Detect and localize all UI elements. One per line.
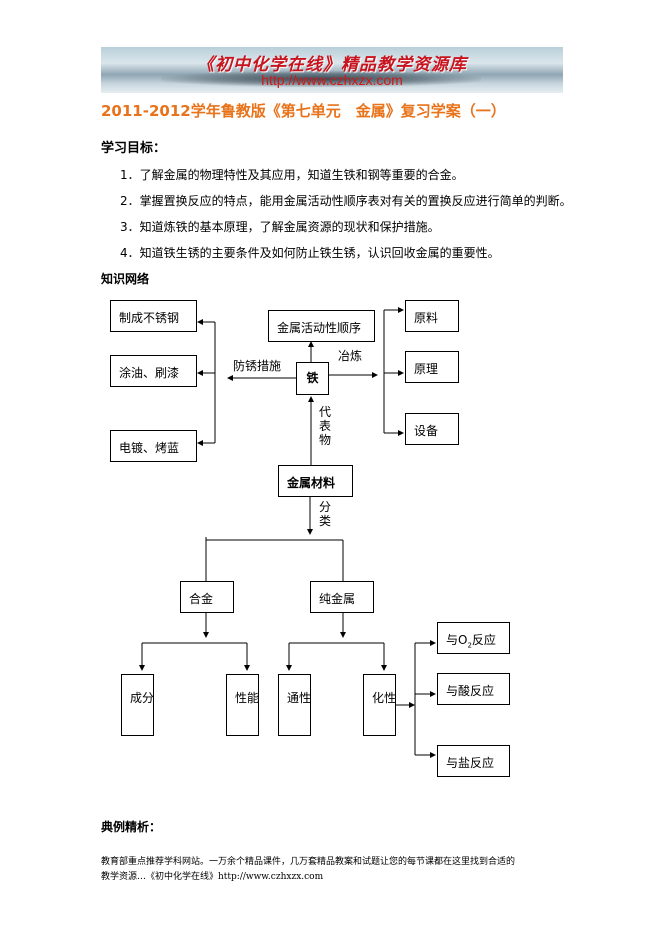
box-raw-materials: 原料 [405,300,459,332]
goal-item: 3．知道炼铁的基本原理，了解金属资源的现状和保护措施。 [120,220,440,234]
text-composition: 成分 [130,691,155,705]
examples-heading: 典例精析： [101,820,162,834]
box-electroplating-bluing: 电镀、烤蓝 [110,430,197,462]
box-chemical-properties: 化性 [363,674,396,736]
footer-line-1: 教育部重点推荐学科网站。一万余个精品课件，几万套精品教案和试题让您的每节课都在这… [101,857,516,867]
box-performance: 性能 [226,674,259,736]
text-oxygen-subscript: 2 [467,641,472,650]
text-performance: 性能 [235,691,260,705]
goal-item: 2．掌握置换反应的特点，能用金属活动性顺序表对有关的置换反应进行简单的判断。 [120,194,572,208]
document-title: 2011-2012学年鲁教版《第七单元 金属》复习学案（一） [101,102,506,120]
header-banner: 《初中化学在线》精品教学资源库 http://www.czhxzx.com [101,47,563,93]
label-smelting: 冶炼 [338,349,363,363]
text-general-properties: 通性 [287,691,312,705]
text-react-oxygen-suffix: 反应 [471,633,496,647]
box-general-properties: 通性 [278,674,311,736]
box-iron: 铁 [296,362,329,395]
text-react-oxygen-prefix: 与O [446,633,468,647]
goal-item: 1．了解金属的物理特性及其应用，知道生铁和钢等重要的合金。 [120,168,464,182]
box-equipment: 设备 [405,413,459,445]
banner-url[interactable]: http://www.czhxzx.com [261,72,403,88]
banner-ink-landscape [161,71,481,87]
box-react-salt: 与盐反应 [437,745,510,777]
box-activity-series: 金属活动性顺序 [268,310,375,342]
label-representative: 代表物 [318,405,331,447]
text-chemical-properties: 化性 [372,691,397,705]
goals-heading: 学习目标： [101,141,167,156]
box-react-acid: 与酸反应 [437,673,510,705]
network-heading: 知识网络 [101,272,150,286]
box-alloy: 合金 [180,581,234,613]
box-principle: 原理 [405,351,459,383]
banner-title: 《初中化学在线》精品教学资源库 [197,55,467,75]
box-metal-materials: 金属材料 [278,465,353,497]
label-rust-prevention: 防锈措施 [233,359,282,373]
box-pure-metal: 纯金属 [310,581,374,613]
box-react-oxygen: 与O2反应 [437,622,510,654]
box-oil-paint: 涂油、刷漆 [110,355,197,387]
footer-ad: 教育部重点推荐学科网站。一万余个精品课件，几万套精品教案和试题让您的每节课都在这… [101,855,571,885]
box-stainless-steel: 制成不锈钢 [110,300,197,332]
box-composition: 成分 [121,674,154,736]
label-classification: 分类 [318,500,331,528]
footer-line-2[interactable]: 教学资源…《初中化学在线》http://www.czhxzx.com [101,872,324,882]
goal-item: 4．知道铁生锈的主要条件及如何防止铁生锈，认识回收金属的重要性。 [120,246,500,260]
